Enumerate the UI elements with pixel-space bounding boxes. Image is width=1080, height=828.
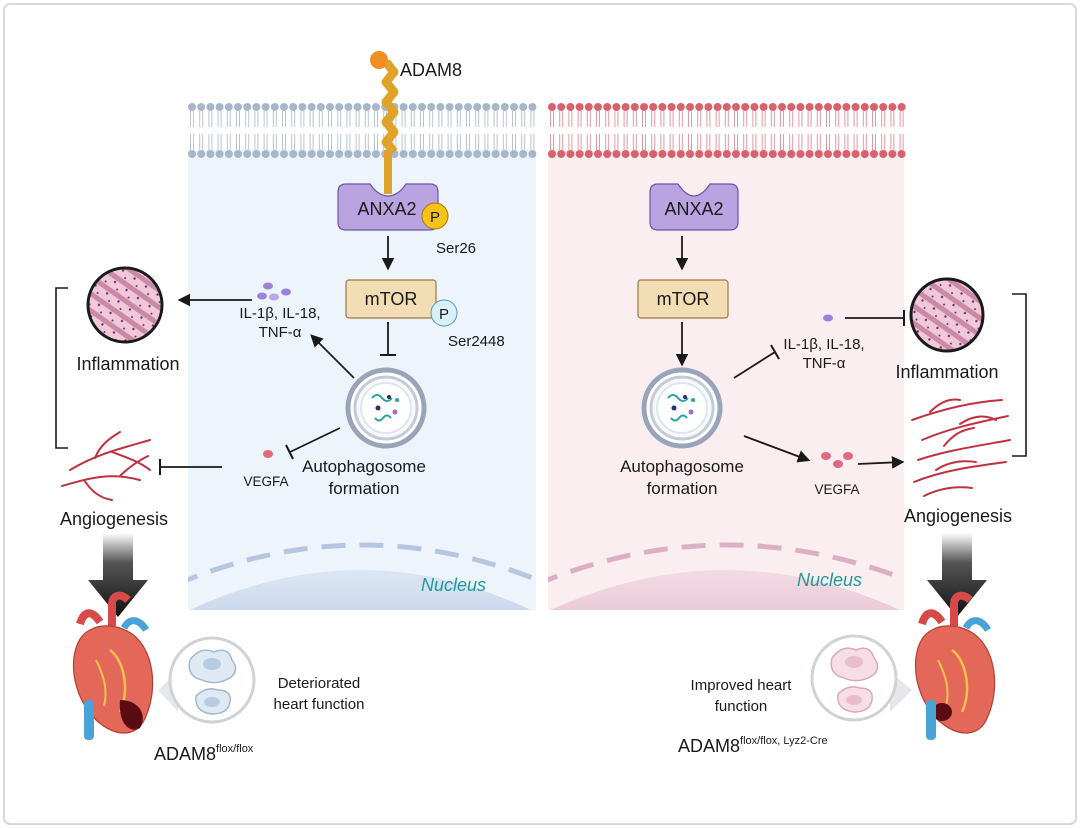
left-outcome-line1: Deteriorated bbox=[278, 675, 361, 692]
right-vegfa-to-angiogenesis-arrow bbox=[857, 456, 905, 469]
left-cell-panel: Nucleus bbox=[188, 103, 537, 610]
ser26-phospho-icon bbox=[421, 202, 449, 230]
left-vegfa-label: VEGFA bbox=[243, 474, 288, 489]
right-cytokine-icon bbox=[823, 314, 833, 322]
ser26-label: Ser26 bbox=[436, 240, 476, 257]
right-anxa2-receptor bbox=[649, 183, 739, 231]
left-autophagosome-label-1: Autophagosome bbox=[302, 457, 426, 476]
right-autophagy-to-vegfa-arrow bbox=[743, 435, 811, 463]
right-angiogenesis-vessels-icon bbox=[911, 398, 1011, 497]
right-membrane bbox=[548, 103, 906, 158]
left-bracket bbox=[55, 287, 68, 449]
left-inflammation-label: Inflammation bbox=[76, 354, 179, 374]
right-autophagosome-label-1: Autophagosome bbox=[620, 457, 744, 476]
ser2448-phospho-icon bbox=[430, 299, 458, 327]
left-outcome-big-arrow bbox=[88, 533, 148, 617]
right-mtor-box bbox=[637, 279, 729, 319]
right-cytokines-line1: IL-1β, IL-18, bbox=[783, 336, 864, 353]
right-cell-panel: Nucleus bbox=[548, 103, 906, 610]
left-membrane bbox=[188, 103, 537, 158]
left-cytokines-line1: IL-1β, IL-18, bbox=[239, 305, 320, 322]
right-outcome-line2: function bbox=[715, 698, 768, 715]
left-nucleus-label: Nucleus bbox=[421, 575, 486, 595]
left-genotype-label: ADAM8flox/flox bbox=[154, 743, 254, 764]
left-angiogenesis-vessels-icon bbox=[61, 431, 151, 501]
right-heart-icon bbox=[914, 591, 996, 740]
right-outcome-big-arrow bbox=[927, 533, 987, 617]
right-genotype-label: ADAM8flox/flox, Lyz2-Cre bbox=[678, 735, 828, 756]
left-mtor-label: mTOR bbox=[365, 289, 418, 309]
left-autophagosome-label-2: formation bbox=[329, 479, 400, 498]
left-cytokines-line2: TNF-α bbox=[259, 324, 302, 341]
left-autophagy-inhibits-vegfa bbox=[289, 427, 341, 453]
right-outcome-line1: Improved heart bbox=[691, 677, 793, 694]
adam8-head bbox=[370, 51, 388, 69]
adam8-label: ADAM8 bbox=[400, 60, 462, 80]
right-nucleus-shape bbox=[550, 570, 900, 610]
figure-frame bbox=[3, 3, 1077, 825]
left-mtor-box bbox=[345, 279, 437, 319]
left-vegfa-icon bbox=[263, 450, 273, 458]
right-bracket bbox=[1012, 293, 1027, 457]
right-autophagosome-label-2: formation bbox=[647, 479, 718, 498]
left-nuclear-envelope bbox=[188, 542, 536, 583]
right-cytokines-line2: TNF-α bbox=[803, 355, 846, 372]
right-angiogenesis-label: Angiogenesis bbox=[904, 506, 1012, 526]
right-nuclear-envelope bbox=[548, 542, 904, 583]
left-nucleus-shape bbox=[189, 570, 531, 610]
right-vegfa-icon bbox=[821, 452, 853, 468]
adam8-receptor bbox=[370, 51, 399, 194]
ser2448-phospho-label: P bbox=[439, 306, 449, 323]
left-angiogenesis-label: Angiogenesis bbox=[60, 509, 168, 529]
left-inflammation-tissue-icon bbox=[86, 266, 164, 344]
right-autophagosome-icon bbox=[641, 367, 723, 449]
left-autophagy-to-cytokines-arrow bbox=[310, 334, 355, 379]
right-inflammation-tissue-icon bbox=[909, 277, 985, 353]
right-vegfa-label: VEGFA bbox=[814, 482, 859, 497]
right-nucleus-label: Nucleus bbox=[797, 570, 862, 590]
left-anxa2-label: ANXA2 bbox=[357, 199, 416, 219]
right-autophagy-inhibits-cytokines bbox=[733, 351, 776, 379]
left-autophagosome-icon bbox=[345, 367, 427, 449]
left-outcome-line2: heart function bbox=[274, 696, 365, 713]
ser2448-label: Ser2448 bbox=[448, 333, 505, 350]
right-inflammation-label: Inflammation bbox=[895, 362, 998, 382]
right-mtor-label: mTOR bbox=[657, 289, 710, 309]
left-heart-icon bbox=[72, 591, 154, 740]
ser26-phospho-label: P bbox=[430, 209, 440, 226]
right-anxa2-label: ANXA2 bbox=[664, 199, 723, 219]
left-cytokine-icon bbox=[257, 282, 291, 301]
